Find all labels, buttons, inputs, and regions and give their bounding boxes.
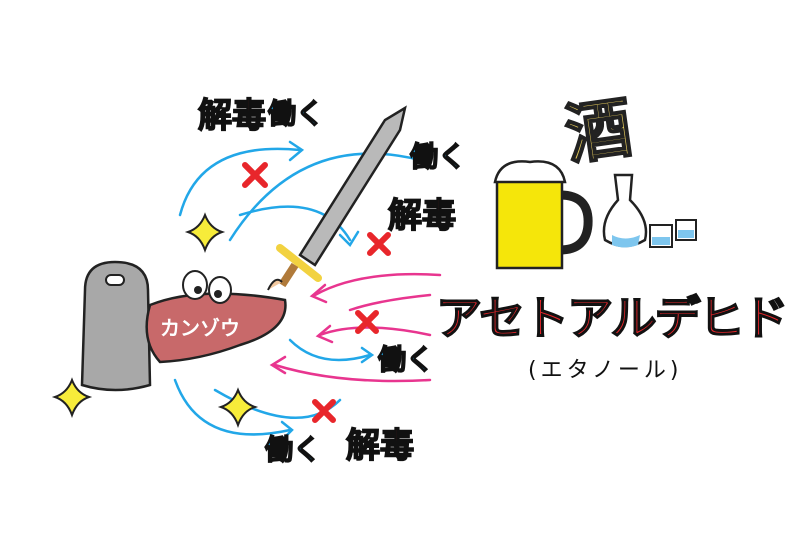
x-marks: [242, 162, 391, 423]
beer-mug: [493, 160, 593, 270]
shield: [80, 260, 152, 392]
acetaldehyde-label: アセトアルデヒド: [435, 290, 789, 346]
detox-label: 解毒: [345, 425, 415, 467]
work-label: 働く: [264, 432, 322, 467]
sake-bottle-and-cups: [602, 173, 697, 248]
sword: [276, 105, 407, 288]
sparkles: [51, 212, 259, 428]
liver: [145, 270, 287, 364]
liver-label: カンゾウ: [160, 316, 240, 340]
pink-arrows: [269, 272, 442, 383]
sake-label: 酒: [560, 88, 638, 175]
blue-arrows: [173, 140, 422, 442]
work-label: 働く: [267, 96, 325, 131]
work-label: 働く: [409, 139, 467, 174]
ethanol-label: (エタノール): [528, 358, 683, 383]
work-label: 働く: [377, 342, 435, 377]
detox-label: 解毒: [387, 195, 457, 237]
detox-label: 解毒: [197, 95, 267, 137]
